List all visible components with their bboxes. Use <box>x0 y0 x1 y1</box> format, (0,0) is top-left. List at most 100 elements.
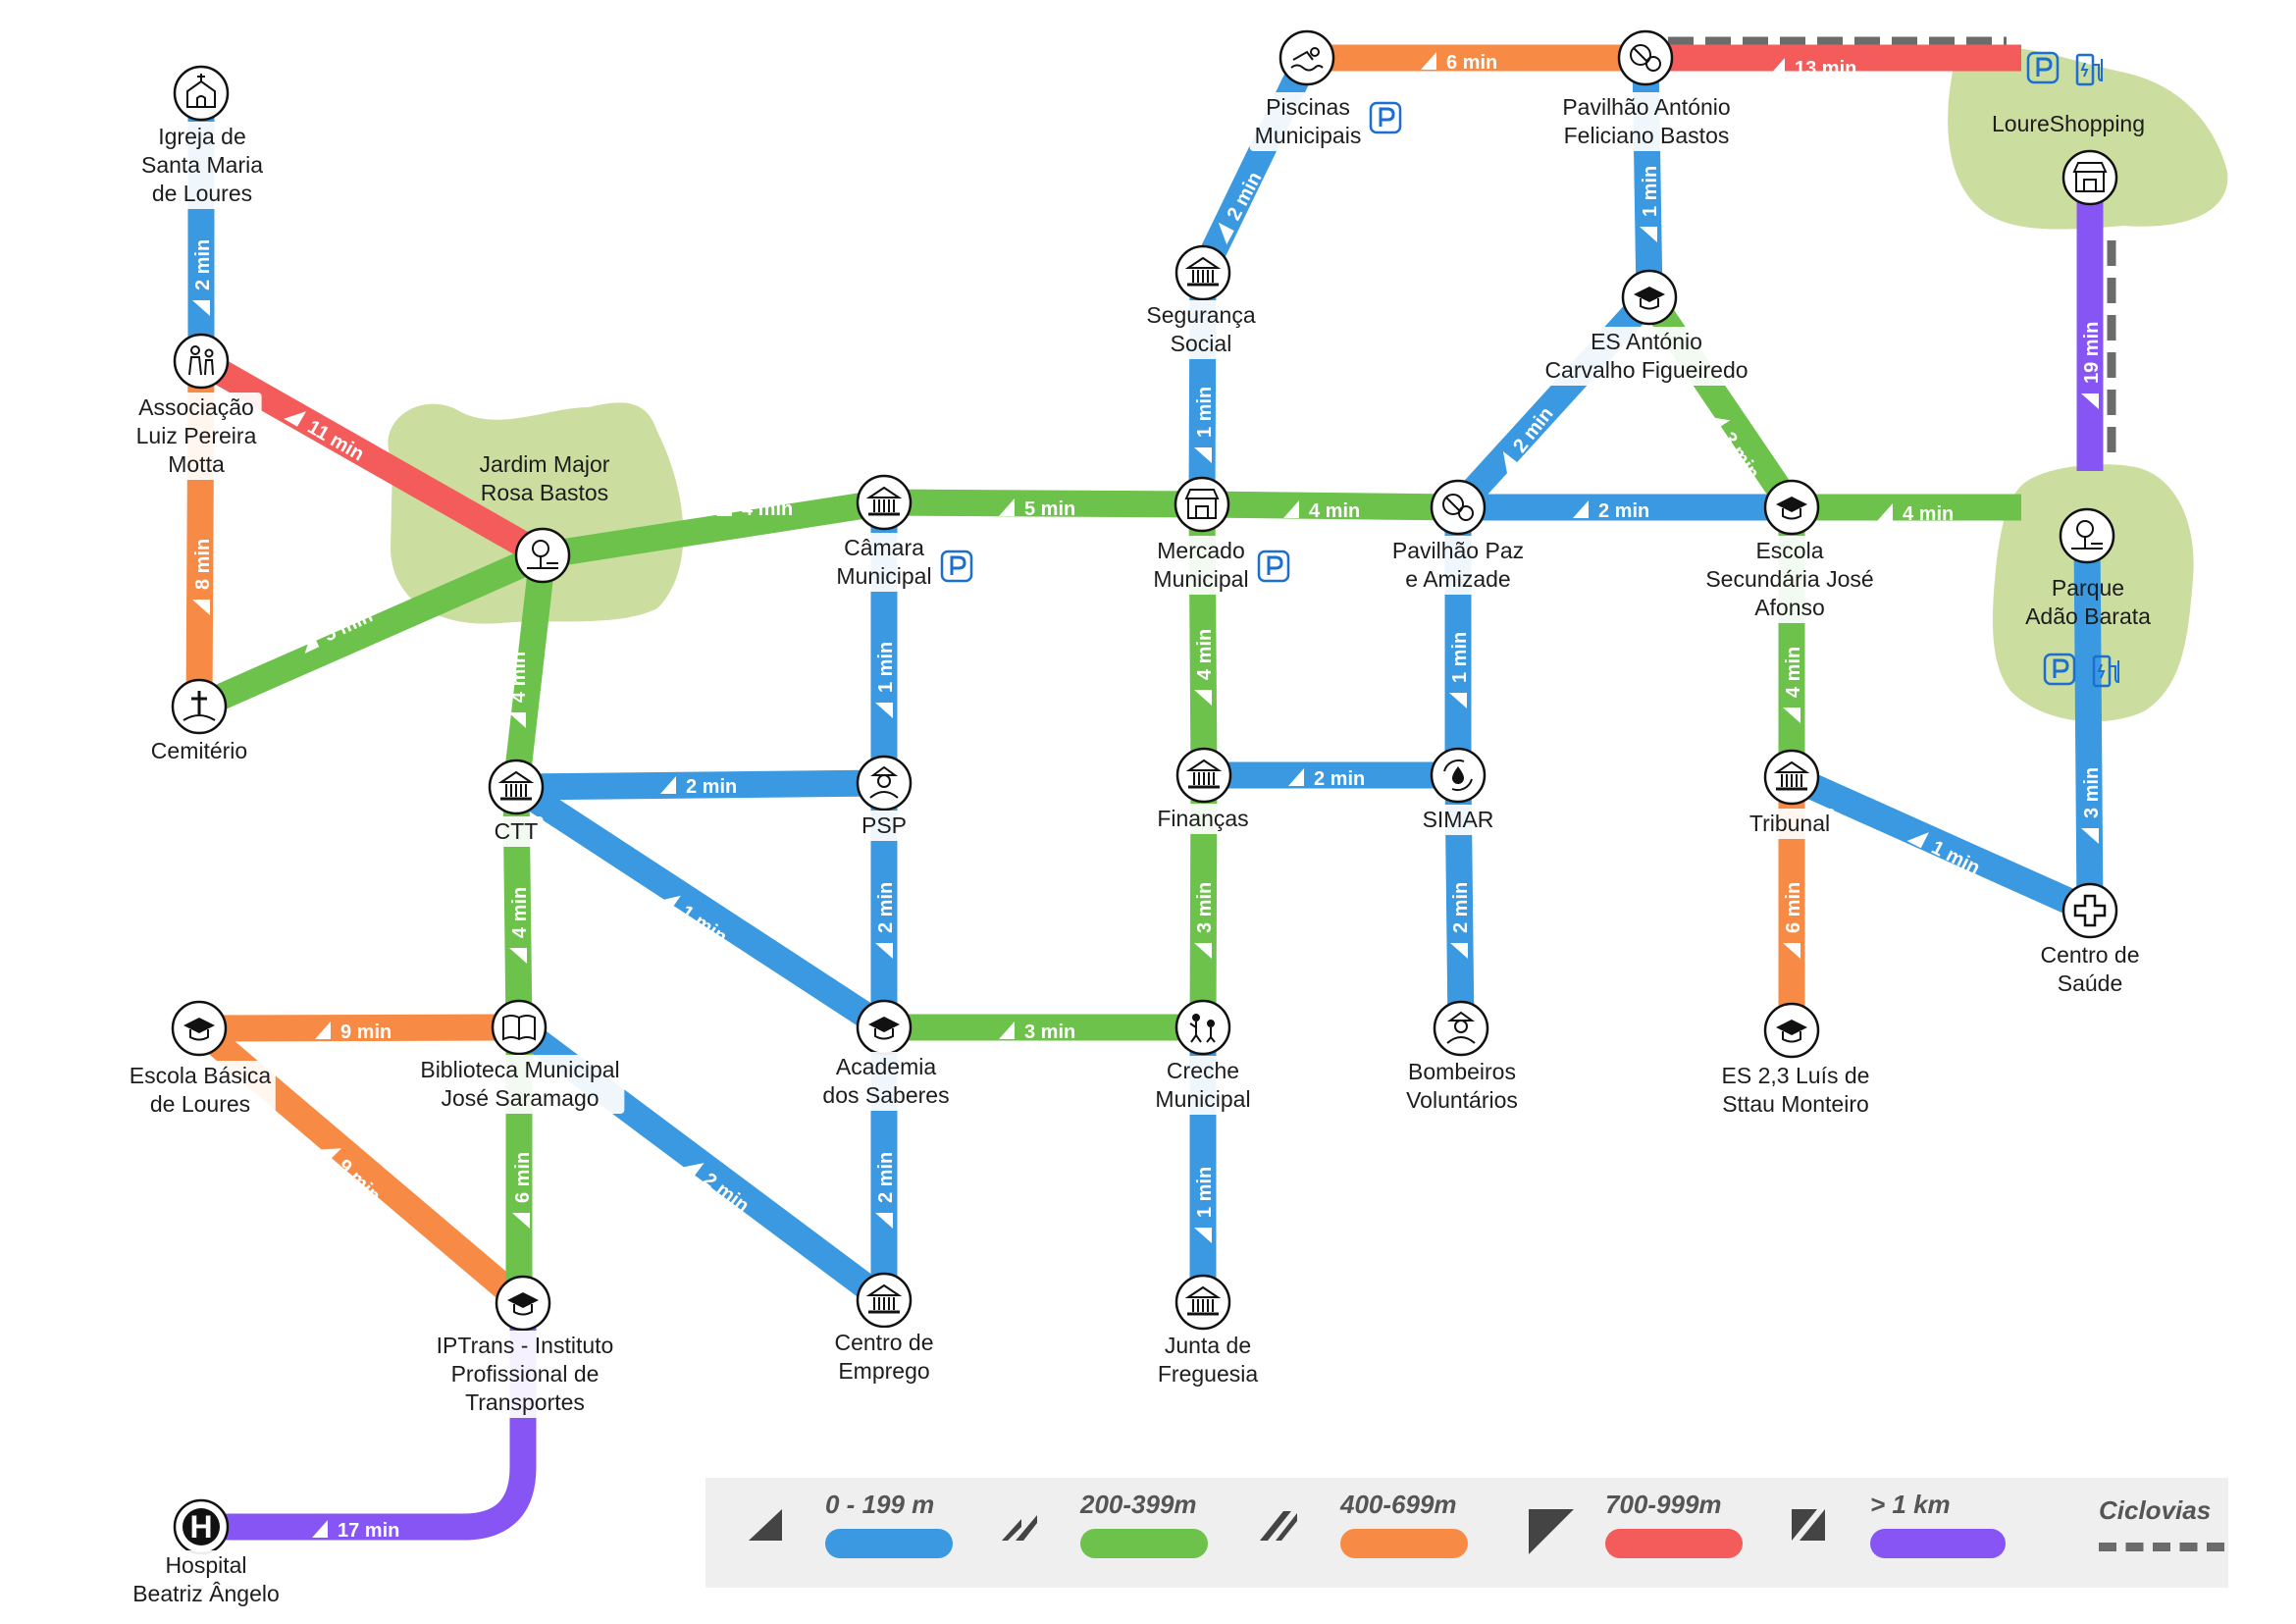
station-pavilhao_paz[interactable] <box>1430 479 1487 536</box>
medical-cross-icon <box>2073 894 2107 927</box>
elderly-people-icon <box>188 345 214 376</box>
station-mercado[interactable] <box>1174 476 1230 533</box>
station-label-line: Rosa Bastos <box>480 480 609 505</box>
legend-label: 400-699m <box>1340 1490 1457 1519</box>
station-label-line: Social <box>1170 331 1232 356</box>
parking-icon <box>1369 101 1402 139</box>
svg-text:1 min: 1 min <box>1194 387 1216 438</box>
station-simar[interactable] <box>1430 747 1487 804</box>
station-label-line: Transportes <box>465 1389 585 1415</box>
market-stall-icon <box>1184 489 1220 519</box>
sports-balls-icon <box>1442 494 1474 521</box>
route-time-label: 3 min <box>1194 882 1216 959</box>
legend-color-bar <box>1870 1529 2006 1558</box>
graduation-cap-icon <box>1776 497 1807 520</box>
svg-text:9 min: 9 min <box>340 1022 391 1043</box>
station-label-line: LoureShopping <box>1991 111 2146 136</box>
station-label-line: Centro de <box>834 1330 934 1355</box>
station-label-line: Sttau Monteiro <box>1722 1091 1869 1117</box>
station-escola_sja[interactable] <box>1763 479 1820 536</box>
station-igreja[interactable] <box>173 65 230 122</box>
station-seguranca[interactable] <box>1174 244 1231 301</box>
station-label-line: Parque <box>2051 575 2125 601</box>
route-line-escola_basica-biblioteca <box>198 1014 520 1042</box>
station-piscinas[interactable] <box>1278 29 1335 86</box>
route-time-label: 2 min <box>875 1152 897 1229</box>
distance-marker-icon <box>1002 1515 1037 1541</box>
station-escola_basica[interactable] <box>171 1000 228 1057</box>
station-centro_emprego[interactable] <box>856 1272 913 1329</box>
station-psp[interactable] <box>856 755 913 812</box>
public-building-icon <box>1185 759 1223 789</box>
svg-text:8 min: 8 min <box>192 539 214 590</box>
distance-marker-icon <box>1529 1509 1574 1554</box>
facility-icons-mercado <box>1257 550 1290 588</box>
station-tribunal[interactable] <box>1763 749 1820 806</box>
station-label-ctt: CTT <box>489 816 544 847</box>
station-label-line: Jardim Major <box>479 451 610 477</box>
route-time-label: 4 min <box>1783 647 1804 723</box>
station-associacao[interactable] <box>173 333 230 390</box>
svg-text:2 min: 2 min <box>1314 768 1365 790</box>
station-label-tribunal: Tribunal <box>1744 809 1836 839</box>
station-es_acf[interactable] <box>1621 269 1678 326</box>
legend-label: 0 - 199 m <box>825 1490 935 1519</box>
stations: H <box>171 29 2118 1555</box>
route-time-label: 6 min <box>1421 52 1497 74</box>
police-officer-icon <box>869 765 899 799</box>
cycle-path-sample <box>2099 1543 2224 1551</box>
svg-text:5 min: 5 min <box>1024 498 1075 520</box>
station-pavilhao_af[interactable] <box>1617 29 1674 86</box>
station-centro_saude[interactable] <box>2061 882 2118 939</box>
park-tree-bench-icon <box>2071 520 2103 550</box>
station-jardim[interactable] <box>514 527 571 584</box>
station-biblioteca[interactable] <box>491 999 548 1056</box>
distance-marker-icon <box>1260 1511 1297 1541</box>
graduation-cap-icon <box>507 1292 539 1316</box>
station-label-line: Segurança <box>1146 302 1256 328</box>
svg-text:2 min: 2 min <box>1450 882 1472 933</box>
station-camara[interactable] <box>856 474 913 531</box>
svg-text:2 min: 2 min <box>875 1152 897 1203</box>
station-label-line: e Amizade <box>1405 566 1511 592</box>
station-creche[interactable] <box>1174 999 1231 1056</box>
station-label-line: de Loures <box>151 181 253 206</box>
station-label-centro_emprego: Centro de Emprego <box>829 1328 939 1387</box>
station-label-line: Emprego <box>838 1358 930 1384</box>
station-label-line: Bombeiros <box>1408 1059 1516 1084</box>
station-cemiterio[interactable] <box>171 678 228 735</box>
station-label-line: Profissional de <box>450 1361 600 1387</box>
facility-icons-parque <box>2043 653 2123 695</box>
station-junta[interactable] <box>1174 1274 1231 1331</box>
facility-icons-piscinas <box>1369 101 1402 139</box>
route-time-label: 1 min <box>875 642 897 718</box>
route-time-label: 4 min <box>1194 629 1216 706</box>
station-ctt[interactable] <box>488 759 545 815</box>
grave-cross-icon <box>183 691 216 721</box>
station-loureshopping[interactable] <box>2061 149 2118 206</box>
route-time-label: 2 min <box>1573 500 1649 522</box>
station-bombeiros[interactable] <box>1433 1000 1489 1057</box>
station-es_2_3[interactable] <box>1763 1002 1820 1059</box>
station-financas[interactable] <box>1175 747 1232 804</box>
route-line-tribunal-centro_saude <box>1786 764 2096 923</box>
svg-text:1 min: 1 min <box>1640 166 1661 217</box>
park-tree-bench-icon <box>527 540 558 569</box>
station-hospital[interactable]: H <box>173 1498 230 1555</box>
station-label-line: Voluntários <box>1406 1087 1518 1113</box>
station-academia[interactable] <box>856 999 913 1056</box>
park-area-loureshopping <box>1948 46 2228 230</box>
station-label-psp: PSP <box>856 811 913 841</box>
station-label-line: Creche <box>1166 1058 1240 1083</box>
station-parque[interactable] <box>2059 507 2115 564</box>
station-label-line: Luiz Pereira <box>135 423 257 448</box>
water-recycle-icon <box>1443 759 1473 792</box>
svg-text:1 min: 1 min <box>1194 1167 1216 1218</box>
station-iptrans[interactable] <box>495 1275 551 1332</box>
